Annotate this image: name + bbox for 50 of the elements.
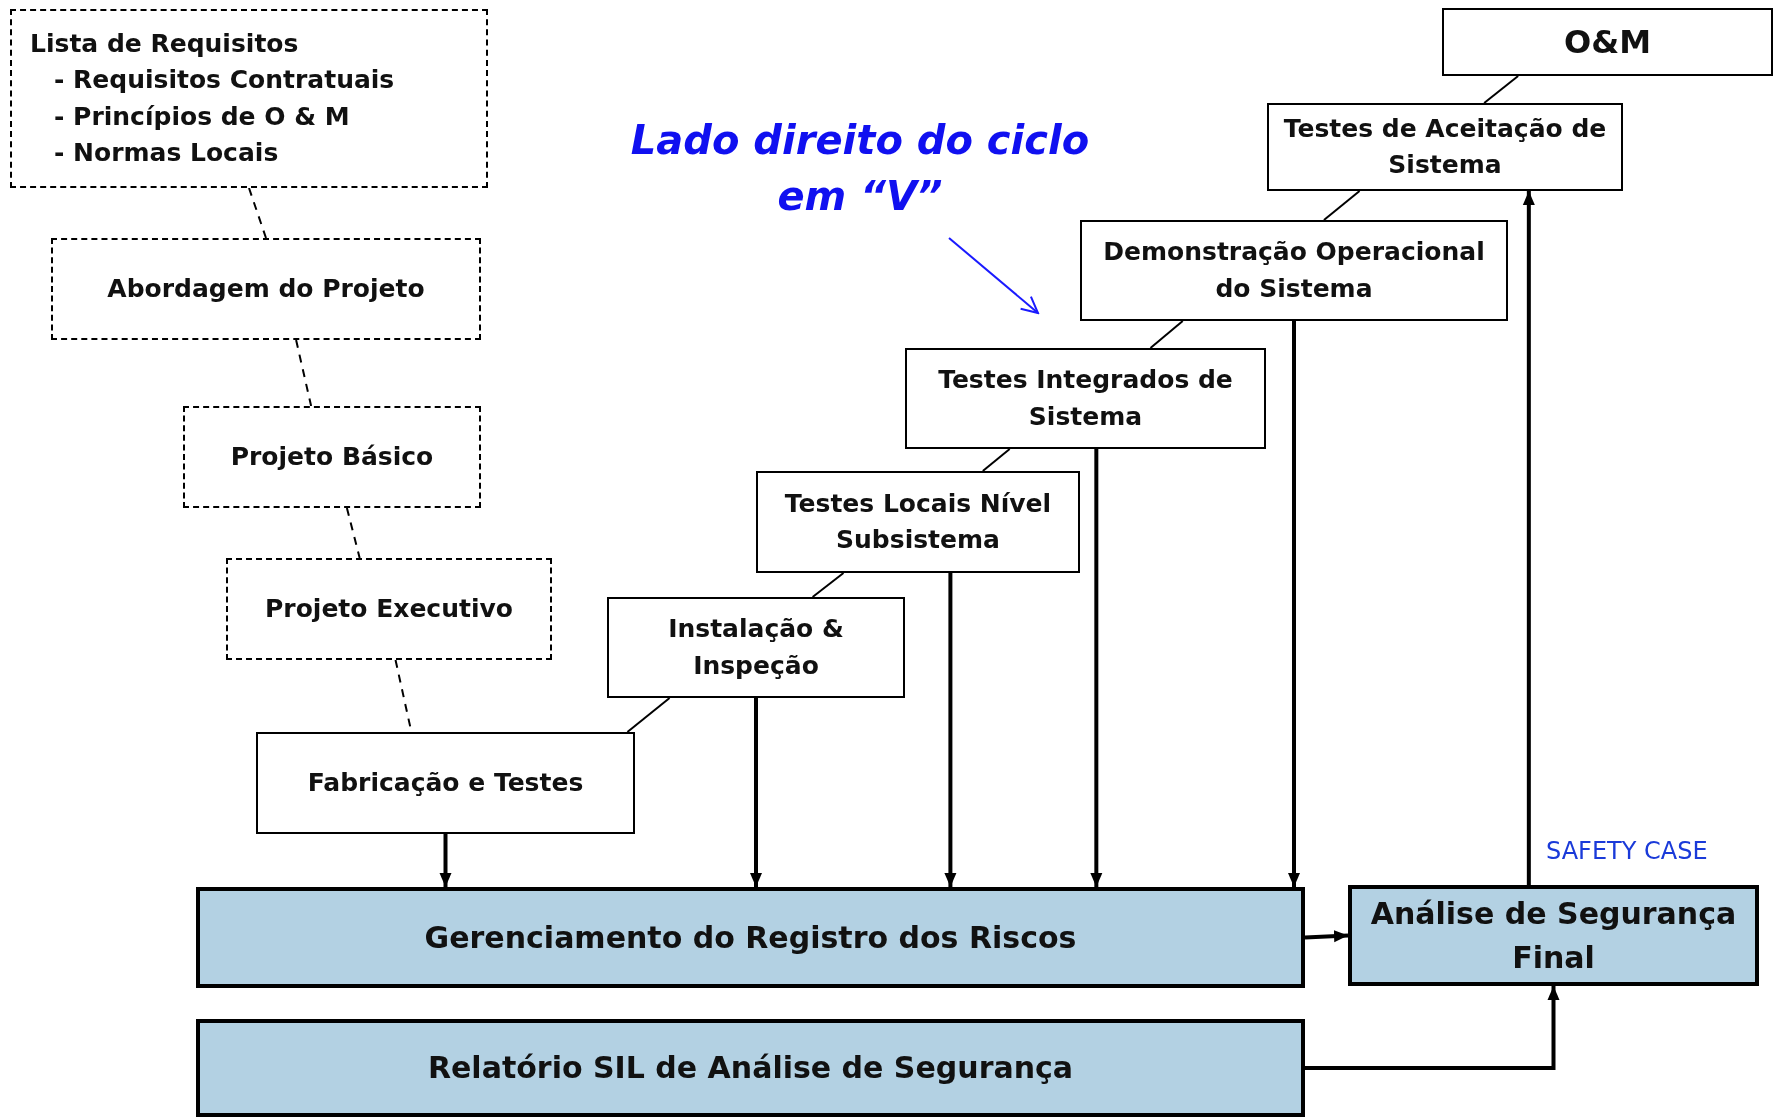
process-box	[256, 732, 635, 834]
side-note: SAFETY CASE	[1546, 837, 1708, 865]
box-label: Fabricação e Testes	[307, 766, 584, 799]
box-label: Testes Locais Nível Subsistema	[783, 487, 1053, 556]
dashed-box	[10, 9, 488, 188]
annotation-text: Lado direito do ciclo em “V”	[629, 116, 1091, 221]
process-bar	[196, 1019, 1305, 1117]
process-box	[905, 348, 1266, 449]
dashed-box	[183, 406, 481, 508]
box-label: Projeto Executivo	[265, 592, 513, 625]
arrow	[439, 834, 452, 887]
connector-line	[981, 448, 1011, 472]
process-box	[1442, 8, 1773, 76]
dashed-box	[226, 558, 552, 660]
arrow	[1304, 930, 1349, 943]
box-label: Relatório SIL de Análise de Segurança	[427, 1049, 1074, 1088]
arrow	[944, 573, 957, 887]
dashed-box	[51, 238, 481, 340]
list-item: - Princípios de O & M	[53, 100, 350, 133]
connector-line	[811, 572, 845, 598]
connector-line	[626, 697, 671, 733]
box-label: Instalação & Inspeção	[667, 613, 845, 682]
connector-line	[248, 187, 267, 239]
arrow	[750, 698, 762, 887]
arrow	[1522, 191, 1535, 885]
arrow	[1288, 321, 1300, 887]
box-label: Testes de Aceitação de Sistema	[1282, 112, 1608, 181]
process-bar	[196, 887, 1305, 988]
process-box	[756, 471, 1080, 573]
box-label: O&M	[1564, 21, 1651, 63]
process-bar	[1348, 885, 1759, 986]
connector-line	[1322, 190, 1361, 221]
connector-line	[1483, 75, 1520, 104]
box-label: Gerenciamento do Registro dos Riscos	[424, 918, 1077, 957]
box-heading: Lista de Requisitos	[30, 28, 299, 60]
list-item: - Normas Locais	[53, 136, 279, 169]
arrow	[1090, 449, 1103, 887]
arrow	[1305, 986, 1560, 1070]
box-label: Análise de Segurança Final	[1369, 895, 1738, 977]
box-label: Testes Integrados de Sistema	[937, 364, 1234, 433]
process-box	[1267, 103, 1623, 191]
connector-line	[345, 507, 361, 559]
box-label: Abordagem do Projeto	[107, 272, 425, 305]
process-box	[1080, 220, 1508, 321]
box-label: Demonstração Operacional do Sistema	[1102, 236, 1486, 305]
connector-line	[1149, 320, 1184, 349]
process-box	[607, 597, 905, 698]
list-item: - Requisitos Contratuais	[53, 64, 395, 97]
box-label: Projeto Básico	[230, 440, 434, 473]
connector-line	[295, 339, 313, 407]
